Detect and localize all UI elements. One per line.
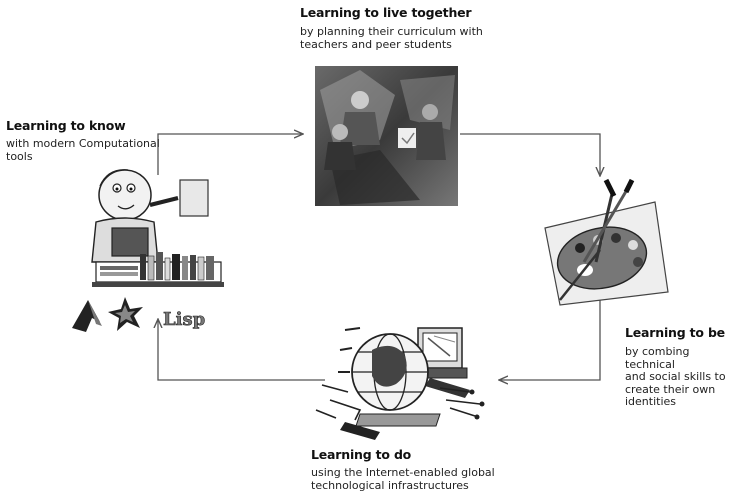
globe-computer-icon [315,327,485,440]
do-title: Learning to do [311,447,412,462]
desc-line: and social skills to [625,370,726,383]
desc-line: create their own [625,382,716,396]
student-with-books-icon [91,169,224,287]
arrow-live-to-be [460,133,600,175]
mathematica-logo-icon [108,297,143,331]
arrow-know-to-live [157,134,302,175]
desc-line: tools [6,149,33,163]
do-desc: using the Internet-enabled global techno… [311,466,495,492]
desc-line: by combing technical [625,345,690,371]
live-together-desc: by planning their curriculum with teache… [300,25,483,51]
desc-line: by planning their curriculum with [300,25,483,38]
desc-line: teachers and peer students [300,37,452,51]
arrow-be-to-do [500,300,601,380]
desc-line: technological infrastructures [311,478,469,492]
desc-line: with modern Computational [6,137,160,150]
arrow-do-to-know [158,320,325,381]
be-title: Learning to be [625,325,725,340]
paint-palette-icon [544,178,669,306]
lisp-logo-icon: Lisp [163,309,206,331]
live-together-title: Learning to live together [300,5,472,20]
people-meeting-photo [315,66,458,206]
matlab-logo-icon [72,300,102,332]
know-desc: with modern Computational tools [6,137,160,163]
be-desc: by combing technical and social skills t… [625,345,739,409]
desc-line: identities [625,395,677,408]
lisp-logo-text: Lisp [163,309,205,330]
desc-line: using the Internet-enabled global [311,466,495,479]
know-title: Learning to know [6,118,126,133]
